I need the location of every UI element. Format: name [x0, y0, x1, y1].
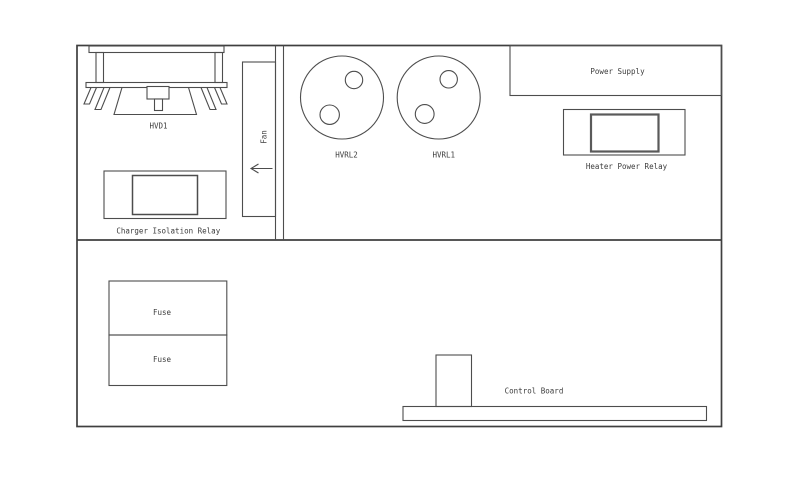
fan-outline [241, 61, 277, 218]
fuse-bottom-outline [108, 334, 228, 387]
enclosure-outline [76, 44, 723, 428]
hvd1-left-post [95, 51, 105, 84]
arrow-head [249, 163, 259, 174]
power-supply-outline [509, 44, 723, 97]
fuse-top-component: Fuse [108, 280, 228, 336]
hvrl2-terminal-upper [344, 70, 364, 90]
heater-power-relay-label: Heater Power Relay [586, 162, 668, 171]
fan-component: Fan [241, 61, 277, 218]
charger-isolation-relay-outline [103, 170, 227, 220]
hvrl1-component: HVRL1 [396, 55, 481, 160]
control-board-label: Control Board [505, 387, 564, 396]
hvrl1-body-circle [396, 55, 481, 140]
fan-label: Fan [260, 130, 269, 144]
hvrl2-label: HVRL2 [335, 151, 358, 160]
hvd1-top-bar [88, 45, 225, 54]
charger-isolation-relay-component: Charger Isolation Relay [103, 170, 227, 236]
fuse-top-label: Fuse [153, 308, 172, 317]
hvd1-terminal-block [146, 85, 170, 100]
charger-isolation-relay-label: Charger Isolation Relay [116, 227, 220, 236]
hvrl1-label: HVRL1 [433, 151, 456, 160]
airflow-left-arrow-icon [249, 163, 273, 174]
charger-isolation-relay-inner-body [131, 174, 199, 216]
power-supply-component: Power Supply [509, 44, 723, 97]
power-supply-label: Power Supply [590, 67, 645, 76]
heater-power-relay-outline [562, 108, 686, 156]
control-board-component: Control Board [402, 354, 708, 422]
hvd1-leg-inner-right [200, 86, 217, 111]
hvrl2-body-circle [299, 55, 385, 140]
control-board-connector [435, 354, 473, 408]
control-board-outline [402, 405, 708, 422]
hvd1-leg-outer-right [213, 86, 228, 105]
hvrl1-terminal-upper [439, 70, 458, 89]
hvd1-terminal-stem [153, 98, 164, 112]
heater-power-relay-component: Heater Power Relay [562, 108, 686, 171]
hvd1-component: HVD1 [83, 45, 228, 131]
hvrl2-terminal-lower [319, 104, 340, 125]
hvrl2-component: HVRL2 [299, 55, 385, 160]
hvd1-leg-inner-left [94, 86, 111, 111]
hvd1-leg-outer-left [83, 86, 98, 105]
hvd1-right-post [214, 51, 224, 84]
fuse-bottom-label: Fuse [153, 355, 172, 364]
hvrl1-terminal-lower [414, 104, 435, 124]
fuse-bottom-component: Fuse [108, 334, 228, 387]
hvd1-label: HVD1 [149, 122, 167, 131]
heater-power-relay-inner-body [589, 113, 660, 153]
